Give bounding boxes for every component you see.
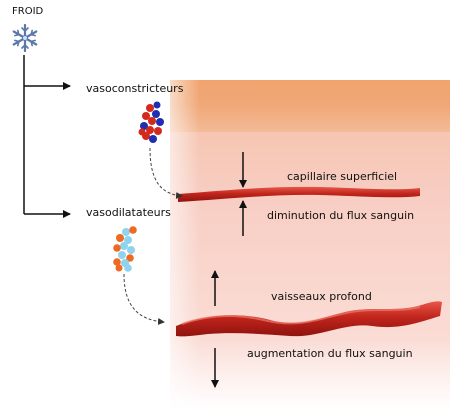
skin-surface-layer bbox=[170, 80, 450, 132]
vasodilator-to-deep-vessel-arrow bbox=[123, 273, 165, 326]
cold-branch-lines bbox=[23, 55, 71, 218]
flow-increase-label: augmentation du flux sanguin bbox=[247, 347, 413, 360]
cold-label: FROID bbox=[12, 6, 44, 17]
deep-vessel-highlight bbox=[181, 306, 421, 325]
skin-tissue-block bbox=[150, 80, 450, 410]
superficial-capillary bbox=[178, 186, 420, 202]
snowflake-icon bbox=[12, 23, 38, 53]
vasoconstrictor-to-capillary-arrow bbox=[149, 147, 183, 199]
vasodilators-label: vasodilatateurs bbox=[86, 206, 171, 219]
vasoconstrictors-label: vasoconstricteurs bbox=[86, 82, 184, 95]
deep-vessels-label: vaisseaux profond bbox=[271, 290, 372, 303]
flow-decrease-label: diminution du flux sanguin bbox=[267, 209, 415, 222]
vasoconstrictor-molecule-icon bbox=[138, 101, 164, 143]
superficial-capillary-label: capillaire superficiel bbox=[287, 170, 398, 183]
vasodilator-molecule-icon bbox=[113, 226, 137, 272]
